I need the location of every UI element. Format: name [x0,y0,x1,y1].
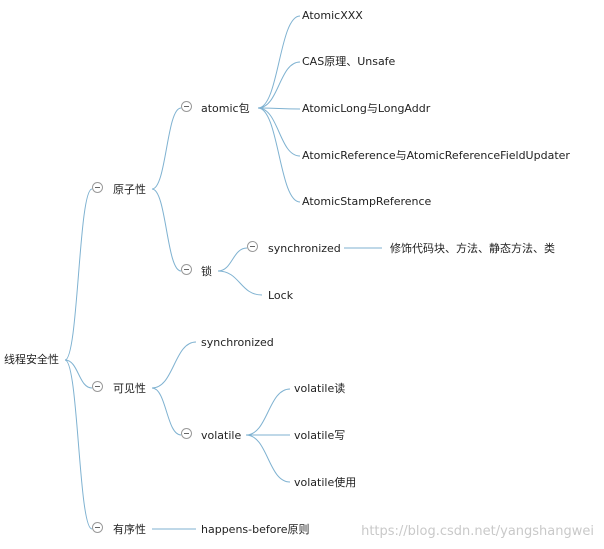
node-atomic-pkg: atomic包 [201,102,250,115]
connector-atomicity-lock [151,188,182,272]
connector-pkg-item-0 [257,15,301,109]
node-visibility: 可见性 [113,382,146,395]
connector-root-visibility [64,359,93,389]
collapse-atomicity-button[interactable] [92,182,103,193]
connector-pkg-item-4 [257,107,301,203]
watermark: https://blog.csdn.net/yangshangwei [361,524,594,539]
connector-lock-synchronized [217,247,248,272]
connector-volatile-item-2 [245,434,291,483]
node-atomicity: 原子性 [113,183,146,196]
collapse-volatile-button[interactable] [181,428,192,439]
root-node-label: 线程安全性 [4,353,59,366]
node-atomic-item: AtomicStampReference [302,195,432,208]
connector-volatile-item-0 [245,388,291,436]
connector-pkg-item-2 [257,107,301,110]
node-lock: 锁 [201,265,212,278]
connector-pkg-item-1 [257,61,301,109]
collapse-synchronized-button[interactable] [247,241,258,252]
node-lock-lock: Lock [268,289,294,302]
node-happens-before: happens-before原则 [201,523,310,536]
collapse-atomic-pkg-button[interactable] [181,101,192,112]
node-atomic-item: AtomicLong与LongAddr [302,102,431,115]
node-visibility-synchronized: synchronized [201,336,274,349]
connector-lock-lock [217,270,263,296]
connector-root-atomicity [64,188,93,361]
node-atomic-item: AtomicXXX [302,9,363,22]
connector-visibility-synchronized [151,341,197,389]
node-volatile-item: volatile写 [294,429,346,442]
collapse-lock-button[interactable] [181,264,192,275]
connector-root-ordering [64,359,93,530]
connector-atomicity-pkg [151,107,182,190]
connector-pkg-item-3 [257,107,301,157]
collapse-visibility-button[interactable] [92,381,103,392]
node-volatile: volatile [201,429,242,442]
node-atomic-item: CAS原理、Unsafe [302,55,396,68]
node-lock-synchronized: synchronized [268,242,341,255]
node-volatile-item: volatile使用 [294,476,357,489]
node-synchronized-detail: 修饰代码块、方法、静态方法、类 [390,242,555,255]
node-ordering: 有序性 [113,523,146,536]
node-volatile-item: volatile读 [294,382,346,395]
node-atomic-item: AtomicReference与AtomicReferenceFieldUpda… [302,149,570,162]
connector-visibility-volatile [151,387,182,436]
collapse-ordering-button[interactable] [92,522,103,533]
